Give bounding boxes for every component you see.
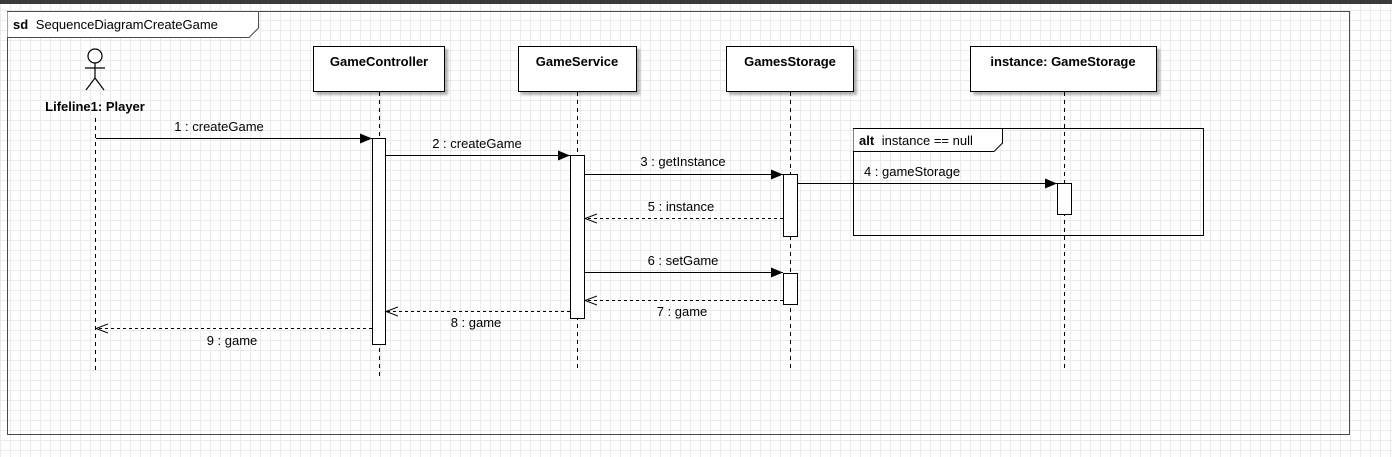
message-4-label: 4 : gameStorage: [864, 164, 960, 179]
lifeline-head-instance-gamestorage[interactable]: instance: GameStorage: [970, 46, 1157, 92]
svg-text:sd SequenceDiagramCreate: sd SequenceDiagramCreateGame: [13, 17, 218, 32]
message-2-label: 2 : createGame: [432, 136, 522, 151]
alt-guard: instance == null: [882, 133, 973, 148]
frame-name: SequenceDiagramCreateGame: [36, 17, 218, 32]
activation-bars: [372, 138, 1072, 345]
message-4[interactable]: 4 : gameStorage: [798, 164, 1057, 189]
lifeline-head-gamecontroller[interactable]: GameController: [313, 46, 445, 92]
message-6[interactable]: 6 : setGame: [585, 253, 783, 278]
message-5-label: 5 : instance: [648, 199, 715, 214]
message-6-label: 6 : setGame: [648, 253, 719, 268]
activation-instance-gamestorage: [1057, 183, 1072, 215]
actor-player[interactable]: Lifeline1: Player: [45, 48, 145, 114]
message-7-label: 7 : game: [657, 304, 708, 319]
activation-gamesstorage-2: [783, 273, 798, 305]
lifeline-label-gameservice: GameService: [536, 54, 618, 69]
lifeline-head-gamesstorage[interactable]: GamesStorage: [726, 46, 854, 92]
lifeline-label-gamecontroller: GameController: [330, 54, 428, 69]
svg-text:alt instance == null: alt instance == null: [859, 133, 973, 148]
message-7[interactable]: 7 : game: [585, 301, 783, 320]
window-top-bar: [0, 0, 1392, 4]
message-1-label: 1 : createGame: [174, 119, 264, 134]
actor-label: Lifeline1: Player: [45, 99, 145, 114]
lifeline-head-gameservice[interactable]: GameService: [518, 46, 637, 92]
message-8[interactable]: 8 : game: [386, 312, 570, 331]
message-3[interactable]: 3 : getInstance: [585, 154, 783, 180]
activation-gameservice: [570, 155, 585, 319]
sd-frame: sd SequenceDiagramCreateGame: [7, 11, 1350, 435]
alt-fragment: alt instance == null: [853, 128, 1204, 236]
message-5[interactable]: 5 : instance: [585, 199, 783, 219]
activation-gamesstorage-1: [783, 174, 798, 237]
message-1[interactable]: 1 : createGame: [96, 119, 372, 144]
lifeline-label-instance-gamestorage: instance: GameStorage: [990, 54, 1135, 69]
message-3-label: 3 : getInstance: [640, 154, 725, 169]
lifeline-label-gamesstorage: GamesStorage: [744, 54, 836, 69]
message-2[interactable]: 2 : createGame: [386, 136, 570, 161]
alt-operator: alt: [859, 133, 875, 148]
message-9[interactable]: 9 : game: [96, 329, 372, 349]
activation-gamecontroller: [372, 138, 386, 345]
message-9-label: 9 : game: [207, 333, 258, 348]
message-8-label: 8 : game: [451, 315, 502, 330]
actor-stick-figure-icon: [85, 48, 105, 91]
frame-keyword: sd: [13, 17, 28, 32]
